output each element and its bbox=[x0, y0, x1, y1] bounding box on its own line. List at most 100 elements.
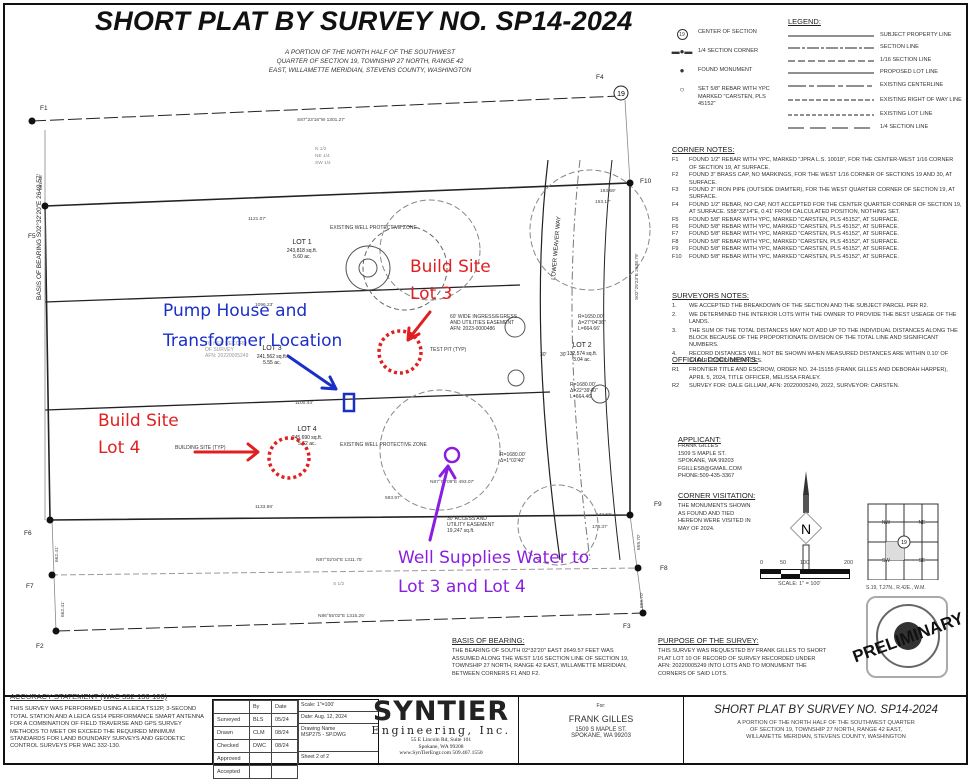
east-line bbox=[624, 99, 644, 614]
note-key: F6 bbox=[672, 224, 679, 231]
legend-line-label: PROPOSED LOT LINE bbox=[880, 69, 939, 76]
note-text: FOUND 5/8" REBAR WITH YPC, MARKED "CARST… bbox=[689, 246, 899, 253]
map-label: N86°55'02"E 1315.25' bbox=[318, 613, 365, 619]
client-address: 1509 S MAPLE ST. bbox=[575, 727, 627, 733]
map-label: LOT 3 bbox=[262, 345, 281, 352]
map-label: LOWER WEAVER WAY bbox=[551, 216, 563, 280]
map-label: 659.70' bbox=[636, 534, 642, 550]
note-text: SURVEY FOR: DALE GILLIAM, AFN: 202200052… bbox=[689, 383, 900, 390]
legend-line-item: EXISTING CENTERLINE bbox=[788, 79, 966, 92]
record-cell: 08/24 bbox=[271, 739, 298, 753]
note-key: F9 bbox=[672, 246, 679, 253]
page-title: SHORT PLAT BY SURVEY NO. SP14-2024 bbox=[95, 6, 633, 36]
line-style-icon bbox=[788, 85, 874, 87]
map-label: N87°09'09"E 493.07' bbox=[430, 479, 474, 485]
map-label: L=664.46' bbox=[570, 394, 592, 400]
record-cell: Surveyed bbox=[213, 713, 250, 727]
map-label: 132,574 sq.ft. bbox=[567, 351, 597, 357]
record-cell: Checked bbox=[213, 739, 250, 753]
corner-notes-heading: CORNER NOTES: bbox=[672, 145, 735, 154]
company-address: Spokane, WA 99208 bbox=[418, 743, 464, 750]
record-cell: 05/24 bbox=[271, 713, 298, 727]
arrow-icon bbox=[406, 310, 432, 342]
found-monument-icon bbox=[46, 516, 54, 524]
client-address: SPOKANE, WA 99203 bbox=[571, 733, 631, 739]
build-site-lot4-marker bbox=[267, 436, 311, 480]
map-label: S87°23'16"W 1301.27' bbox=[297, 117, 345, 123]
sixteenth-line bbox=[51, 567, 641, 576]
map-label: N 1/2 bbox=[315, 146, 327, 152]
found-monument-icon bbox=[52, 627, 60, 635]
surveyors-notes: SURVEYORS NOTES: 1.WE ACCEPTED THE BREAK… bbox=[672, 292, 962, 367]
sheet-number: Sheet 2 of 2 bbox=[301, 754, 329, 760]
record-cell bbox=[271, 765, 298, 779]
note-text: FOUND 3" BRASS CAP, NO MARKINGS, FOR THE… bbox=[689, 172, 953, 186]
annotation-line: Lot 3 and Lot 4 bbox=[398, 577, 526, 597]
line-style-icon bbox=[788, 114, 874, 116]
map-label: 5.55 ac. bbox=[263, 360, 281, 366]
map-label: R=1650.00' bbox=[578, 314, 604, 320]
drawing-label: Drawing Name bbox=[301, 726, 336, 732]
map-label: R=1680.00' bbox=[570, 382, 596, 388]
map-label: UTILITY EASEMENT bbox=[447, 522, 494, 528]
map-label: R=1680.00' bbox=[500, 452, 526, 458]
note-key: 2. bbox=[672, 311, 677, 318]
map-label: N87°02'04"E 1311.75' bbox=[316, 557, 363, 563]
subtitle-line: QUARTER OF SECTION 19, TOWNSHIP 27 NORTH… bbox=[276, 58, 464, 65]
annotation-build-site-lot4: Build Site Lot 4 bbox=[98, 408, 179, 462]
quarter-corner-icon: ▬●▬ bbox=[671, 47, 693, 57]
legend-symbol-label: CENTER OF SECTION bbox=[698, 29, 757, 36]
map-label: 245,690 sq.ft. bbox=[292, 435, 322, 441]
corner-label: F5 bbox=[28, 233, 36, 240]
client-name: FRANK GILLES bbox=[568, 714, 634, 724]
north-arrow-icon: N bbox=[789, 471, 823, 576]
title-block-line: A PORTION OF THE NORTH HALF OF THE SOUTH… bbox=[737, 720, 915, 726]
note-key: 4. bbox=[672, 350, 677, 357]
map-label: 19 bbox=[617, 91, 625, 98]
record-cell: 08/24 bbox=[271, 726, 298, 740]
applicant-line: 1509 S MAPLE ST. bbox=[678, 450, 726, 457]
note-text: FOUND 5/8" REBAR WITH YPC, MARKED "CARST… bbox=[689, 238, 899, 245]
map-label: BUILDING SITE (TYP) bbox=[175, 445, 226, 451]
title-block-line: OF SECTION 19, TOWNSHIP 27 NORTH, RANGE … bbox=[750, 727, 902, 733]
south-line bbox=[55, 612, 644, 632]
note-item: 1.WE ACCEPTED THE BREAKDOWN OF THE SECTI… bbox=[672, 303, 962, 310]
corner-visitation: CORNER VISITATION: THE MONUMENTS SHOWN A… bbox=[678, 492, 758, 533]
line-style-icon bbox=[788, 60, 874, 62]
corner-label: F7 bbox=[26, 583, 34, 590]
pump-house-marker bbox=[342, 392, 356, 413]
north-section-line bbox=[31, 95, 621, 122]
map-label: 30' bbox=[540, 352, 547, 358]
legend-line-label: EXISTING LOT LINE bbox=[880, 111, 933, 118]
map-label: 662.41' bbox=[60, 601, 66, 617]
subtitle-line: EAST, WILLAMETTE MERIDIAN, STEVENS COUNT… bbox=[268, 67, 472, 74]
section-center-icon bbox=[613, 85, 629, 101]
corner-visitation-text: THE MONUMENTS SHOWN AS FOUND AND TIED HE… bbox=[678, 503, 751, 532]
client-for: For: bbox=[596, 703, 606, 709]
arrow-icon bbox=[428, 464, 457, 542]
scale-tick: 50 bbox=[780, 560, 787, 566]
quadrant-label: NE bbox=[919, 520, 927, 526]
map-label: S 1/2 bbox=[333, 581, 345, 587]
found-monument-icon bbox=[41, 202, 49, 210]
map-label: 142.67' bbox=[596, 512, 612, 518]
set-rebar-icon: ○ bbox=[679, 85, 685, 95]
company-sub: Engineering, Inc. bbox=[371, 724, 511, 737]
map-label: TO HER RECORD bbox=[205, 341, 247, 347]
map-label: AND UTILITIES EASEMENT bbox=[450, 320, 514, 326]
quadrant-label: SW bbox=[882, 558, 890, 564]
annotation-build-site-lot3: Build Site Lot 3 bbox=[410, 254, 491, 308]
map-label: EXISTING WELL PROTECTIVE ZONE bbox=[330, 225, 417, 231]
road-centerline bbox=[571, 159, 591, 561]
legend-line-label: EXISTING CENTERLINE bbox=[880, 81, 944, 88]
